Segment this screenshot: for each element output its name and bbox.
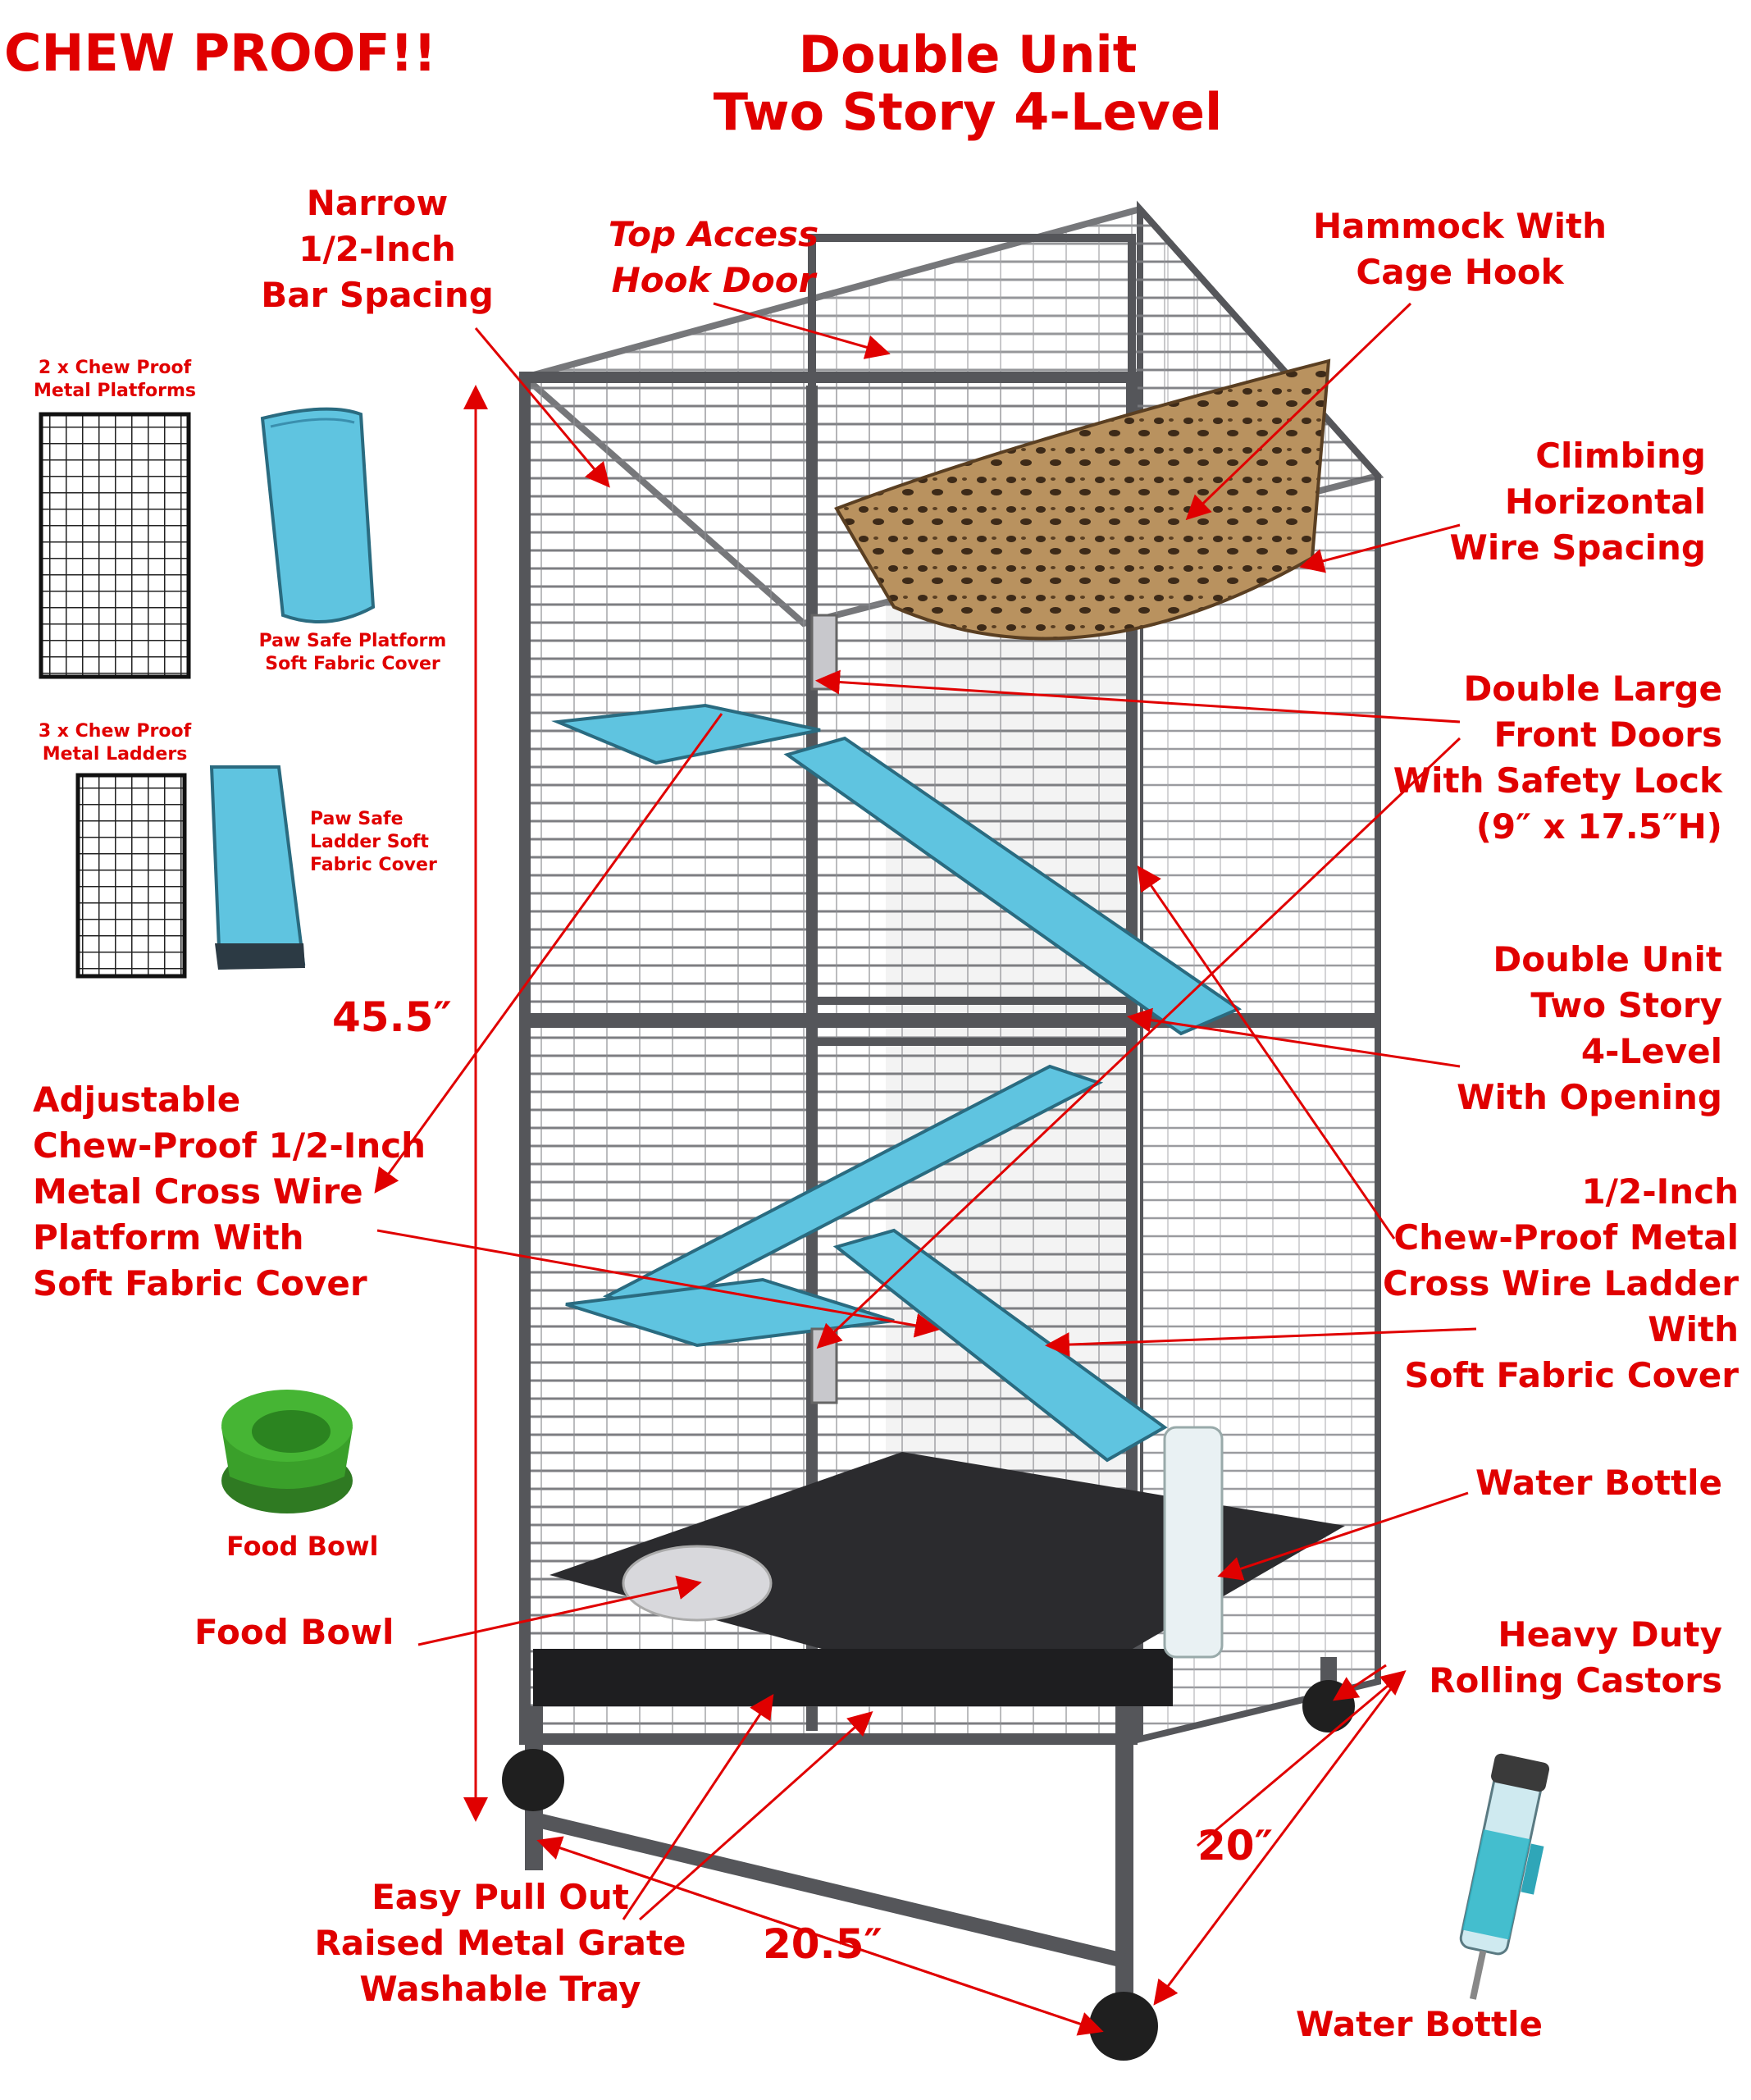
callout-climbing: Climbing Horizontal Wire Spacing <box>1378 433 1706 571</box>
page-title: Double Unit Two Story 4-Level <box>681 26 1255 141</box>
callout-line: Double Unit <box>1493 939 1722 979</box>
caption-line: 3 x Chew Proof <box>38 721 192 742</box>
water-bottle-image <box>1459 1753 1550 2000</box>
dimension-height: 45.5″ <box>332 993 452 1041</box>
callout-line: Raised Metal Grate <box>314 1923 686 1963</box>
dimension-depth: 20″ <box>1197 1822 1273 1869</box>
callout-platform: Adjustable Chew-Proof 1/2-Inch Metal Cro… <box>33 1077 492 1307</box>
callout-line: Cross Wire Ladder <box>1383 1263 1739 1303</box>
caption-line: Metal Platforms <box>34 381 196 401</box>
callout-bar-spacing: Narrow 1/2-Inch Bar Spacing <box>246 180 508 318</box>
callout-top-door: Top Access Hook Door <box>591 212 837 304</box>
callout-ladder: 1/2-Inch Chew-Proof Metal Cross Wire Lad… <box>1345 1169 1739 1399</box>
caption-line: Paw Safe <box>310 809 404 829</box>
ladder-fabric-cover-image <box>209 765 306 970</box>
callout-line: Hook Door <box>611 260 816 300</box>
callout-line: Soft Fabric Cover <box>33 1263 367 1303</box>
chew-proof-headline: CHEW PROOF!! <box>4 23 437 83</box>
callout-line: Horizontal <box>1504 482 1706 522</box>
callout-line: Bar Spacing <box>261 275 494 315</box>
metal-ladder-image <box>75 773 187 979</box>
callout-line: With <box>1648 1309 1739 1349</box>
caption-platforms: 2 x Chew Proof Metal Platforms <box>25 357 205 403</box>
callout-water-bottle: Water Bottle <box>1475 1463 1722 1503</box>
callout-line: Top Access <box>608 214 819 254</box>
callout-line: Metal Cross Wire <box>33 1171 363 1212</box>
callout-line: 4-Level <box>1580 1031 1722 1071</box>
caption-ladders: 3 x Chew Proof Metal Ladders <box>33 720 197 766</box>
cage-image <box>502 200 1384 2061</box>
callout-line: Adjustable <box>33 1080 241 1120</box>
callout-line: (9″ x 17.5″H) <box>1475 806 1722 847</box>
callout-line: Chew-Proof 1/2-Inch <box>33 1125 426 1166</box>
caption-food-bowl: Food Bowl <box>226 1531 379 1562</box>
callout-line: Washable Tray <box>359 1969 641 2009</box>
caption-platform-cover: Paw Safe Platform Soft Fabric Cover <box>254 630 451 676</box>
callout-line: Soft Fabric Cover <box>1404 1355 1739 1395</box>
callout-line: Hammock With <box>1312 206 1607 246</box>
callout-line: 1/2-Inch <box>1581 1171 1739 1212</box>
callout-front-doors: Double Large Front Doors With Safety Loc… <box>1337 666 1722 850</box>
callout-line: Rolling Castors <box>1429 1660 1722 1701</box>
caption-ladder-cover: Paw Safe Ladder Soft Fabric Cover <box>310 808 474 877</box>
callout-line: Easy Pull Out <box>372 1877 629 1917</box>
callout-line: Double Large <box>1463 669 1722 709</box>
caption-line: Paw Safe Platform <box>258 631 447 651</box>
metal-platform-image <box>39 412 191 679</box>
callout-tray: Easy Pull Out Raised Metal Grate Washabl… <box>303 1874 697 2012</box>
callout-line: Front Doors <box>1493 714 1722 755</box>
callout-food-bowl: Food Bowl <box>194 1612 394 1652</box>
callout-line: With Safety Lock <box>1393 760 1722 801</box>
callout-line: Chew-Proof Metal <box>1393 1217 1739 1258</box>
callout-line: 1/2-Inch <box>299 229 456 269</box>
callout-line: Wire Spacing <box>1449 527 1706 568</box>
callout-line: Platform With <box>33 1217 304 1258</box>
page-title-line-2: Two Story 4-Level <box>713 82 1223 142</box>
callout-line: Cage Hook <box>1356 252 1564 292</box>
caption-water-bottle: Water Bottle <box>1296 2004 1543 2044</box>
callout-line: Two Story <box>1530 985 1722 1025</box>
callout-castors: Heavy Duty Rolling Castors <box>1361 1612 1722 1704</box>
caption-line: 2 x Chew Proof <box>38 358 192 378</box>
food-bowl-image <box>221 1390 353 1513</box>
caption-line: Soft Fabric Cover <box>265 654 440 674</box>
page-title-line-1: Double Unit <box>798 25 1138 84</box>
callout-line: Heavy Duty <box>1498 1614 1722 1655</box>
platform-fabric-cover-image <box>260 407 376 623</box>
dimension-width: 20.5″ <box>763 1920 882 1968</box>
callout-line: With Opening <box>1457 1077 1722 1117</box>
caption-line: Ladder Soft <box>310 832 429 852</box>
caption-line: Metal Ladders <box>42 744 188 765</box>
callout-line: Climbing <box>1535 436 1706 476</box>
callout-line: Narrow <box>306 183 449 223</box>
caption-line: Fabric Cover <box>310 855 437 875</box>
callout-double-unit: Double Unit Two Story 4-Level With Openi… <box>1378 937 1722 1121</box>
callout-hammock: Hammock With Cage Hook <box>1296 203 1624 295</box>
